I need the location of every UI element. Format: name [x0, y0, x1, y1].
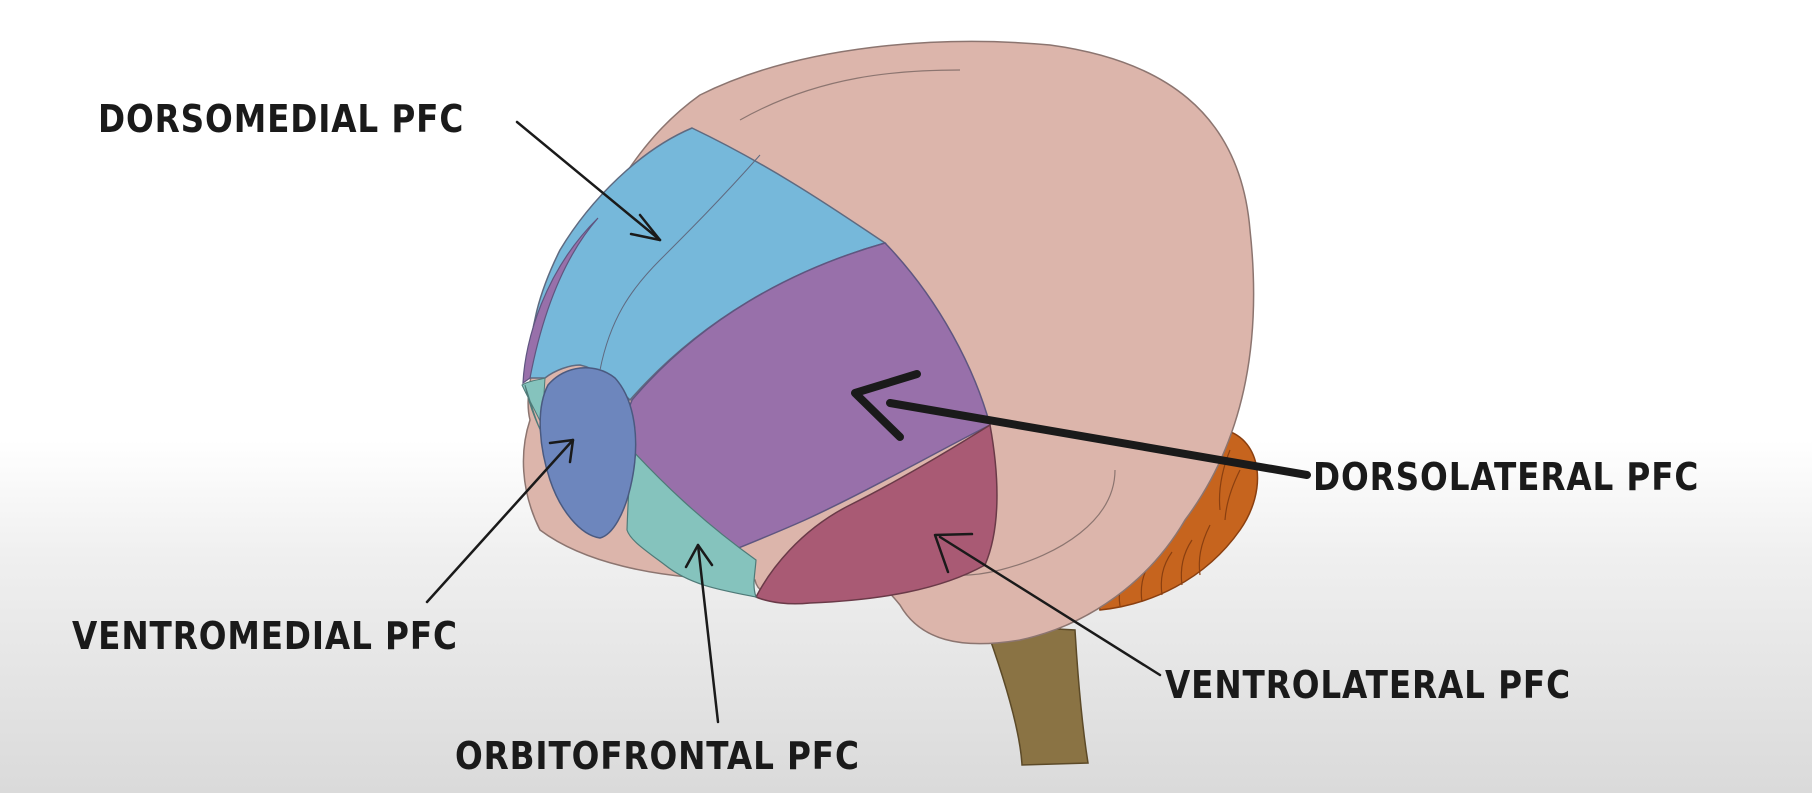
sulcus-line — [599, 154, 761, 371]
region-orbitofrontal — [626, 448, 757, 598]
arrow-ventrolateral — [933, 532, 1162, 677]
region-medial-sliver — [522, 217, 599, 385]
label-ventromedial-pfc: VENTROMEDIAL PFC — [72, 614, 458, 658]
cerebellum-folds — [1118, 449, 1241, 607]
region-ventrolateral — [754, 423, 998, 605]
arrow-ventromedial — [425, 438, 575, 604]
arrow-dorsomedial — [515, 120, 662, 242]
brainstem — [983, 624, 1089, 766]
label-dorsolateral-pfc: DORSOLATERAL PFC — [1313, 455, 1700, 499]
label-dorsomedial-pfc: DORSOMEDIAL PFC — [98, 97, 465, 141]
label-ventrolateral-pfc: VENTROLATERAL PFC — [1165, 663, 1571, 707]
arrow-dorsolateral — [851, 370, 1311, 479]
arrow-orbitofrontal — [684, 543, 720, 724]
hemisphere-contour — [739, 69, 961, 121]
label-orbitofrontal-pfc: ORBITOFRONTAL PFC — [455, 734, 860, 778]
region-ventromedial — [539, 367, 637, 539]
